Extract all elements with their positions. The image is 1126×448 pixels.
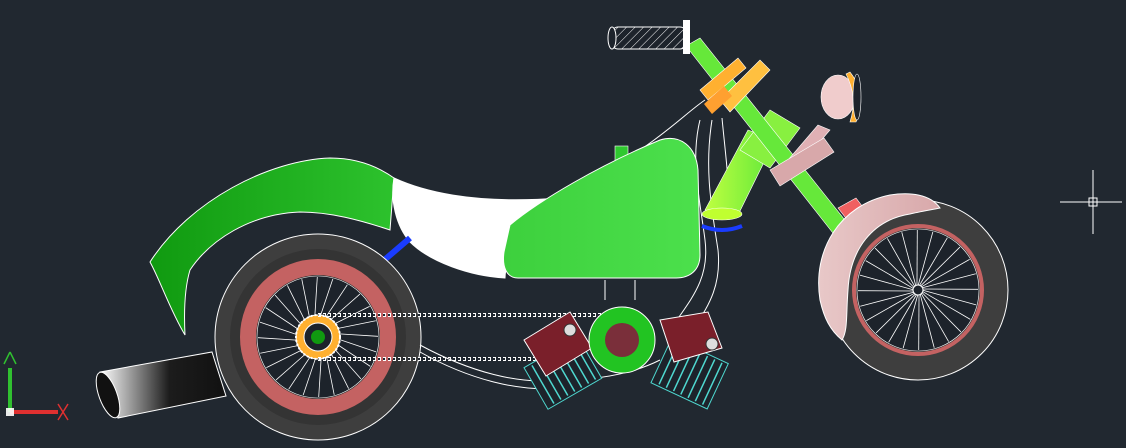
crosshair-cursor xyxy=(1060,170,1122,234)
v-twin-engine xyxy=(523,306,729,410)
rear-shock xyxy=(380,235,412,265)
spoke xyxy=(920,292,949,342)
drive-chain xyxy=(295,313,622,361)
rear-fender xyxy=(149,157,395,336)
spoke xyxy=(902,293,919,349)
spoke xyxy=(918,237,948,287)
exhaust-pipe xyxy=(95,351,227,419)
spoke xyxy=(866,292,916,321)
spoke xyxy=(865,260,915,290)
spoke xyxy=(859,274,915,291)
spoke xyxy=(875,293,917,334)
spoke xyxy=(888,293,918,343)
handlebar-clamps xyxy=(699,57,771,114)
spoke xyxy=(917,231,934,287)
fork-clamp xyxy=(769,137,835,187)
spoke xyxy=(901,232,917,287)
spoke xyxy=(921,273,976,289)
spoke xyxy=(874,247,915,289)
rear-wheel xyxy=(214,233,422,441)
spoke xyxy=(919,246,961,287)
spoke xyxy=(919,293,935,348)
ucs-icon xyxy=(3,351,69,421)
spoke xyxy=(860,291,915,307)
spoke xyxy=(921,290,971,320)
spoke xyxy=(920,259,970,288)
front-wheel xyxy=(827,199,1009,381)
fuel-tank xyxy=(503,138,701,279)
spoke xyxy=(887,238,916,288)
spoke xyxy=(921,289,977,306)
spoke xyxy=(921,291,962,333)
front-fender xyxy=(818,193,941,341)
seat xyxy=(392,177,562,279)
